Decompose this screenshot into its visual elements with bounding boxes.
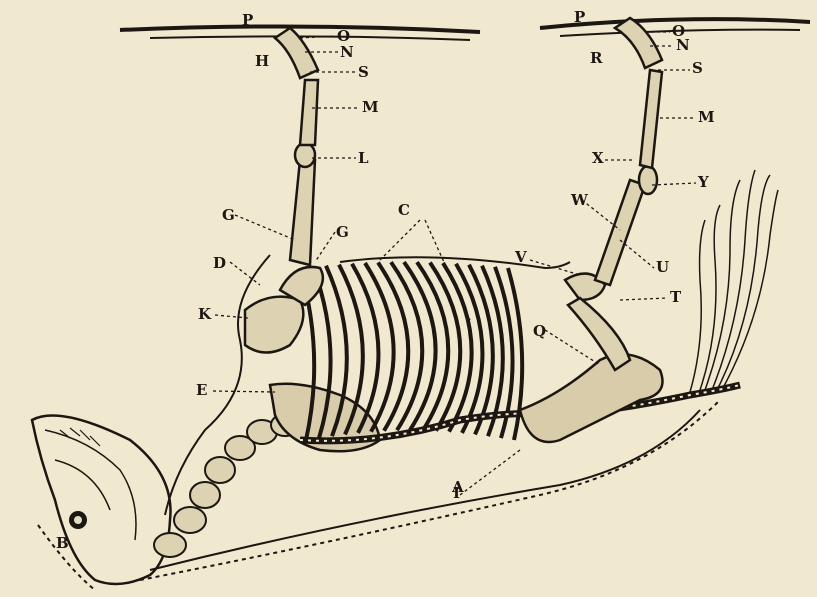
label-s2: S [692,59,703,77]
label-m1: M [362,98,379,116]
label-r2: R [590,49,603,67]
label-v2: V [514,248,527,266]
label-h1: H [255,52,269,70]
label-y2: Y [697,173,709,191]
label-p1: P [242,11,253,29]
label-e1: E [196,381,207,399]
label-p2: P [574,8,585,26]
label-s1: S [358,63,369,81]
neck-vertebrae [154,414,299,557]
label-g2: G [336,223,349,241]
label-x2: X [592,149,604,167]
label-n2: N [676,36,690,54]
label-k1: K [198,305,212,323]
ground-line [120,19,810,40]
pelvis [520,354,663,442]
label-l1: L [358,149,369,167]
label-t2: T [670,288,682,306]
label-d1: D [213,254,226,272]
label-g1: G [222,206,235,224]
label-c1: C [398,201,410,219]
skull [32,416,171,585]
label-w2: W [570,191,589,209]
label-n1: N [340,43,354,61]
label-u2: U [656,258,669,276]
label-m2: M [698,108,715,126]
tail [690,170,778,392]
label-q2: Q [533,322,546,340]
front-leg [245,28,323,353]
label-b1: B [56,534,69,552]
